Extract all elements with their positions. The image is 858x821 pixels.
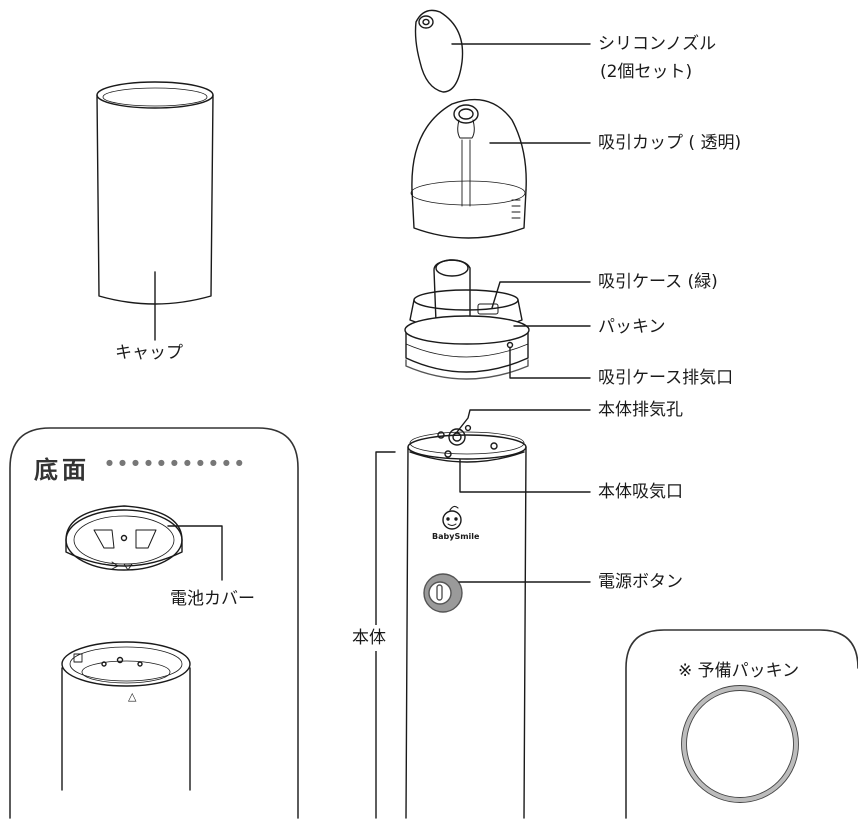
nozzle-illustration [414,9,464,93]
battery-cover-label: 電池カバー [170,589,255,609]
battery-cover-leader-line [167,525,223,581]
bottom-triangle-mark: △ [128,690,137,703]
body-vent-leader-line [456,409,591,433]
body-illustration [405,424,527,819]
suction-cup-illustration [410,98,527,239]
nozzle-sublabel: (2個セット) [600,62,693,82]
case-vent-label: 吸引ケース排気口 [598,368,734,388]
body-label: 本体 [352,625,386,651]
nozzle-label: シリコンノズル [598,34,717,54]
cap-illustration [96,81,214,305]
spare-packing-ring [681,685,799,803]
bottom-view-title: 底面 [34,456,90,484]
body-vent-label: 本体排気孔 [598,400,683,420]
bottom-panel-frame [9,427,299,819]
suction-case-leader-line [491,281,591,309]
suction-case-label: 吸引ケース (緑) [598,272,718,292]
spare-packing-title: ※ 予備パッキン [678,661,800,681]
spare-panel-frame [625,629,858,819]
cap-label: キャップ [115,343,183,363]
brand-logo-text: BabySmile [432,532,480,541]
suction-case-illustration [404,259,530,380]
battery-compartment-illustration [61,641,191,791]
packing-label: パッキン [598,317,666,337]
body-intake-label: 本体吸気口 [598,482,683,502]
case-vent-leader-line [509,347,591,379]
title-dots: ●●●●●●●●●●● [106,458,249,467]
power-button-label: 電源ボタン [598,572,683,592]
battery-cover-illustration [65,505,183,571]
body-intake-leader-line [459,459,591,493]
suction-cup-label: 吸引カップ ( 透明) [598,133,742,153]
body-bracket-line [375,451,396,819]
